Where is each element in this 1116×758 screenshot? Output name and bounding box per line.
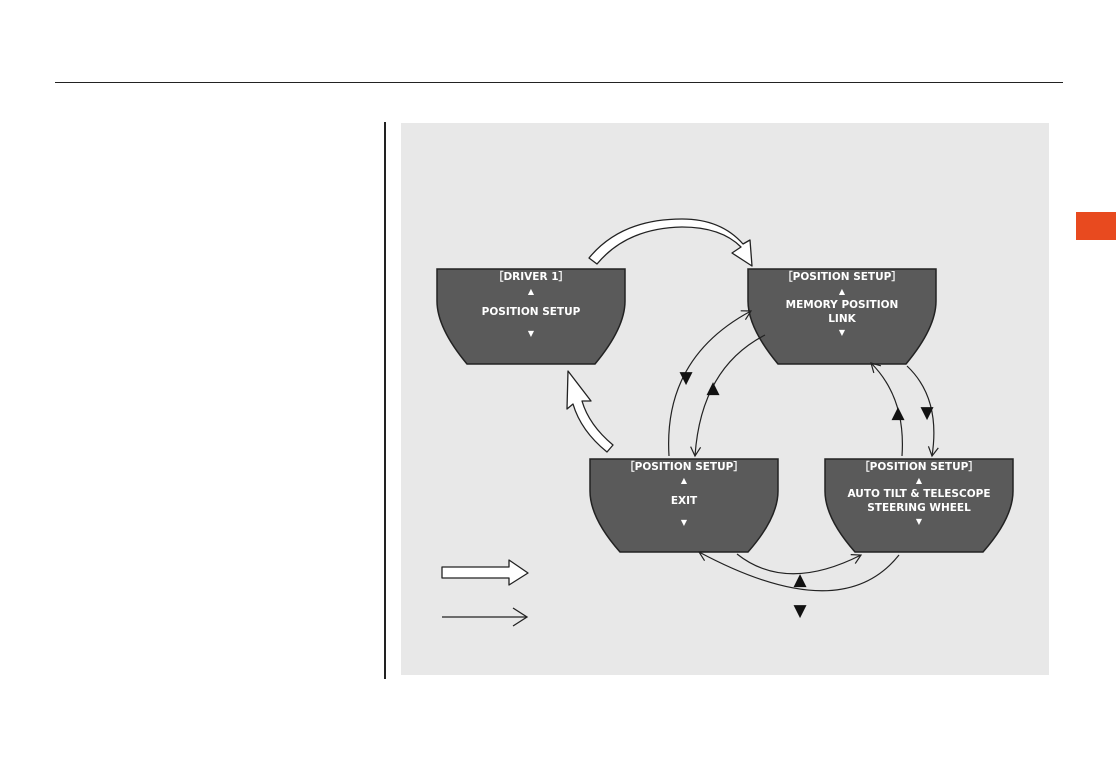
exit-line1: EXIT xyxy=(671,495,698,507)
thin-arrows-memory-steering: ▲ ▼ xyxy=(871,363,934,456)
memory-line2: LINK xyxy=(828,313,856,325)
driver-line1: POSITION SETUP xyxy=(482,306,581,318)
display-driver: ［DRIVER 1］ ▲ POSITION SETUP ▼ xyxy=(437,269,625,364)
down-marker-icon: ▼ xyxy=(793,601,807,621)
steering-header: ［POSITION SETUP］ xyxy=(859,460,979,473)
steering-line2: STEERING WHEEL xyxy=(867,502,971,514)
driver-up-icon: ▲ xyxy=(528,287,535,296)
down-marker-icon: ▼ xyxy=(920,403,934,423)
exit-header: ［POSITION SETUP］ xyxy=(624,460,744,473)
header-rule xyxy=(55,82,1063,83)
memory-up-icon: ▲ xyxy=(839,287,846,296)
up-marker-icon: ▲ xyxy=(793,570,807,590)
hollow-arrow-driver-to-memory xyxy=(589,219,752,266)
legend-thin-arrow-icon xyxy=(442,608,527,626)
memory-line1: MEMORY POSITION xyxy=(786,299,899,311)
legend-hollow-arrow-icon xyxy=(442,560,528,585)
up-marker-icon: ▲ xyxy=(891,403,905,423)
exit-down-icon: ▼ xyxy=(681,518,688,527)
thin-arrows-memory-exit: ▼ ▲ xyxy=(669,311,765,456)
hollow-arrow-exit-to-driver xyxy=(567,371,613,452)
exit-up-icon: ▲ xyxy=(681,476,688,485)
display-exit: ［POSITION SETUP］ ▲ EXIT ▼ xyxy=(590,459,778,552)
driver-header: ［DRIVER 1］ xyxy=(493,270,569,283)
section-tab-marker xyxy=(1076,212,1116,240)
memory-down-icon: ▼ xyxy=(839,328,846,337)
column-divider xyxy=(384,122,386,679)
steering-line1: AUTO TILT & TELESCOPE xyxy=(848,488,991,500)
down-marker-icon: ▼ xyxy=(679,368,693,388)
display-memory-position: ［POSITION SETUP］ ▲ MEMORY POSITION LINK … xyxy=(748,269,936,364)
flow-diagram: ［DRIVER 1］ ▲ POSITION SETUP ▼ ［POSITION … xyxy=(401,123,1049,675)
up-marker-icon: ▲ xyxy=(706,378,720,398)
driver-down-icon: ▼ xyxy=(528,329,535,338)
diagram-panel: ［DRIVER 1］ ▲ POSITION SETUP ▼ ［POSITION … xyxy=(401,123,1049,675)
thin-arrows-exit-steering: ▲ ▼ xyxy=(699,552,899,621)
memory-header: ［POSITION SETUP］ xyxy=(782,270,902,283)
display-steering-wheel: ［POSITION SETUP］ ▲ AUTO TILT & TELESCOPE… xyxy=(825,459,1013,552)
steering-down-icon: ▼ xyxy=(916,517,923,526)
steering-up-icon: ▲ xyxy=(916,476,923,485)
